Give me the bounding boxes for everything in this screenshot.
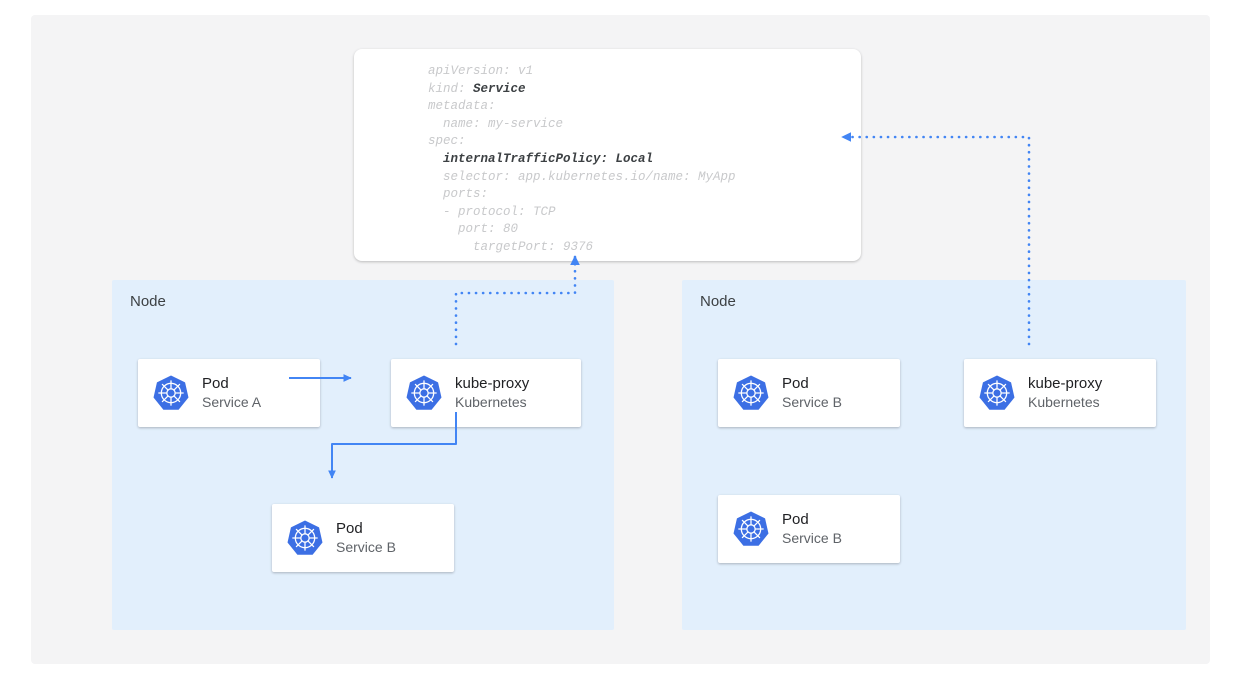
- kubernetes-icon: [732, 374, 770, 412]
- card-text: kube-proxy Kubernetes: [455, 374, 529, 412]
- card-title: Pod: [336, 520, 363, 537]
- node-box-right: Node: [682, 280, 1186, 630]
- card-text: Pod Service B: [782, 510, 842, 548]
- card-pod-service-b-left[interactable]: Pod Service B: [272, 504, 454, 572]
- card-text: Pod Service B: [782, 374, 842, 412]
- card-pod-service-b-right-2[interactable]: Pod Service B: [718, 495, 900, 563]
- card-subtitle: Service B: [782, 394, 842, 410]
- yaml-line: internalTrafficPolicy: Local: [428, 151, 654, 166]
- yaml-line: kind: Service: [428, 81, 526, 96]
- card-subtitle: Kubernetes: [1028, 394, 1100, 410]
- card-kube-proxy-left[interactable]: kube-proxy Kubernetes: [391, 359, 581, 427]
- yaml-line: spec:: [428, 134, 466, 149]
- card-pod-service-b-right-1[interactable]: Pod Service B: [718, 359, 900, 427]
- card-pod-service-a[interactable]: Pod Service A: [138, 359, 320, 427]
- card-title: kube-proxy: [455, 375, 530, 392]
- kubernetes-icon: [286, 519, 324, 557]
- yaml-line: apiVersion: v1: [428, 64, 534, 78]
- card-kube-proxy-right[interactable]: kube-proxy Kubernetes: [964, 359, 1156, 427]
- card-subtitle: Service B: [336, 539, 396, 555]
- card-title: Pod: [202, 375, 229, 392]
- card-text: Pod Service B: [336, 519, 396, 557]
- yaml-line: selector: app.kubernetes.io/name: MyApp: [428, 169, 736, 184]
- yaml-line: metadata:: [428, 99, 496, 114]
- card-title: kube-proxy: [1028, 375, 1103, 392]
- card-text: kube-proxy Kubernetes: [1028, 374, 1102, 412]
- kubernetes-icon: [732, 510, 770, 548]
- card-text: Pod Service A: [202, 374, 261, 412]
- card-title: Pod: [782, 375, 809, 392]
- card-subtitle: Service B: [782, 530, 842, 546]
- node-label-left: Node: [130, 293, 166, 310]
- card-subtitle: Kubernetes: [455, 394, 527, 410]
- card-title: Pod: [782, 511, 809, 528]
- yaml-line: name: my-service: [428, 116, 564, 131]
- node-box-left: Node: [112, 280, 614, 630]
- yaml-line: ports:: [428, 187, 489, 202]
- kubernetes-icon: [152, 374, 190, 412]
- diagram-canvas: apiVersion: v1 kind: Service metadata: nam…: [31, 15, 1210, 664]
- service-spec-yaml-text: apiVersion: v1 kind: Service metadata: nam…: [428, 63, 736, 257]
- yaml-line: port: 80: [428, 222, 519, 237]
- kubernetes-icon: [978, 374, 1016, 412]
- yaml-value-emphasis: Service: [473, 81, 526, 96]
- card-subtitle: Service A: [202, 394, 262, 410]
- service-spec-card: apiVersion: v1 kind: Service metadata: nam…: [354, 49, 861, 261]
- yaml-line: - protocol: TCP: [428, 204, 556, 219]
- node-label-right: Node: [700, 293, 736, 310]
- yaml-line: targetPort: 9376: [428, 239, 594, 254]
- kubernetes-icon: [405, 374, 443, 412]
